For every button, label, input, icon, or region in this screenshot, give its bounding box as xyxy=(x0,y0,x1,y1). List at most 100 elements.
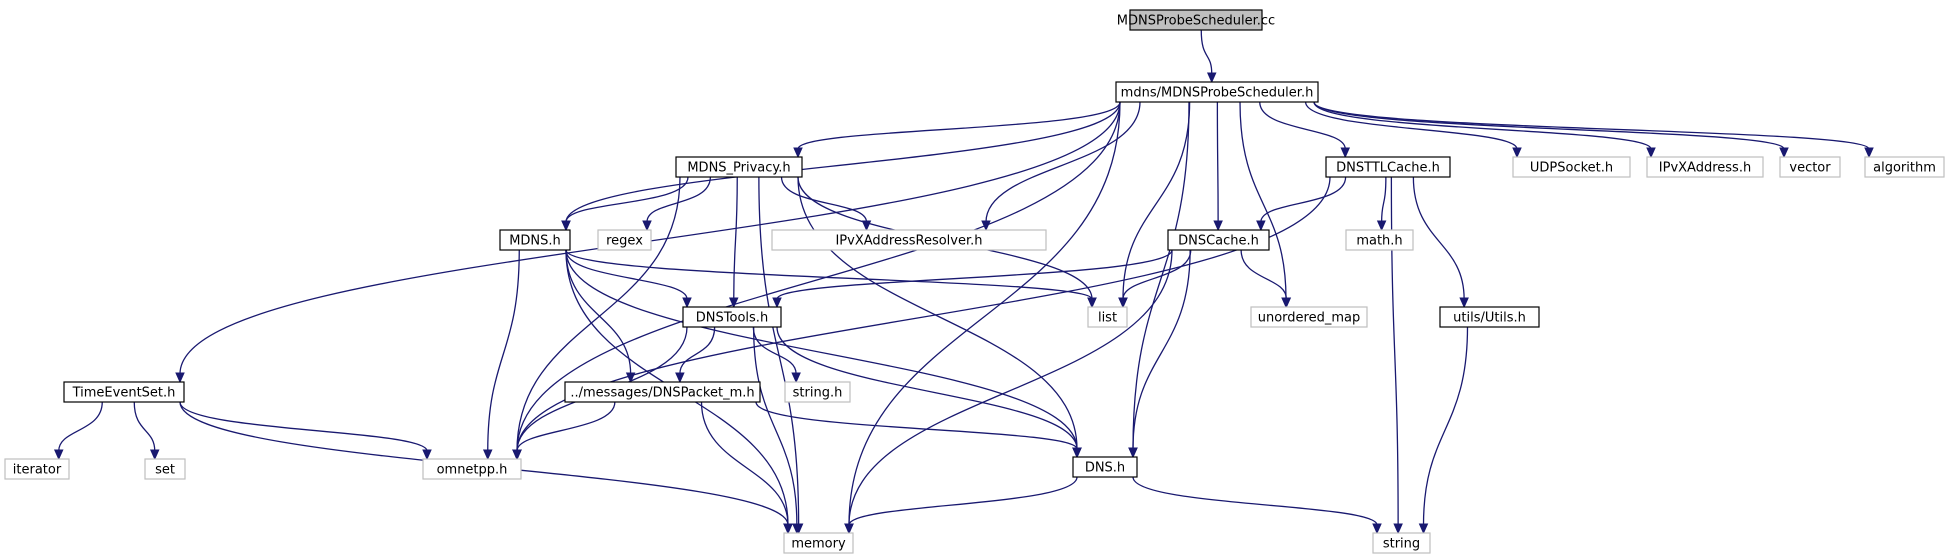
node-box-vector xyxy=(1779,156,1841,178)
arrowhead-cache-to-umap xyxy=(1281,297,1292,309)
arrowhead-packet-to-memory xyxy=(783,523,793,535)
edge-mdns-to-list xyxy=(565,249,1093,300)
arrowhead-root-to-sched xyxy=(1206,72,1217,84)
node-box-sched xyxy=(1115,81,1319,103)
edge-sched-to-ipvx xyxy=(1313,101,1652,150)
node-label-dns: DNS.h xyxy=(1085,461,1125,476)
edge-sched-to-cache xyxy=(1216,101,1219,223)
node-sched[interactable]: mdns/MDNSProbeScheduler.h xyxy=(1115,81,1319,103)
arrowhead-cache-to-dns xyxy=(1128,447,1138,459)
node-box-dns xyxy=(1072,456,1138,478)
node-regex: regex xyxy=(597,229,652,251)
edge-sched-to-memory xyxy=(848,101,1121,526)
node-box-ipvx xyxy=(1646,156,1764,178)
node-box-string xyxy=(1372,532,1431,554)
edge-mdns-to-omnet xyxy=(487,249,520,452)
node-box-memory xyxy=(783,532,854,554)
arrowhead-utils-to-string xyxy=(1418,523,1429,535)
node-tes[interactable]: TimeEventSet.h xyxy=(63,381,185,403)
edge-privacy-to-memory xyxy=(758,176,800,526)
node-box-cache xyxy=(1167,229,1270,251)
node-label-packet: ../messages/DNSPacket_m.h xyxy=(570,386,754,401)
node-packet[interactable]: ../messages/DNSPacket_m.h xyxy=(564,381,761,403)
node-box-tes xyxy=(63,381,185,403)
edge-cache-to-umap xyxy=(1240,249,1288,300)
edge-sched-to-mdns xyxy=(565,101,1121,223)
node-dns[interactable]: DNS.h xyxy=(1072,456,1138,478)
arrowhead-sched-to-resolver xyxy=(981,220,991,232)
node-box-stringh xyxy=(784,381,851,403)
node-cache[interactable]: DNSCache.h xyxy=(1167,229,1270,251)
node-label-utils: utils/Utils.h xyxy=(1453,311,1526,326)
node-omnet: omnetpp.h xyxy=(422,458,522,480)
arrowhead-ttl-to-cache xyxy=(1256,220,1266,232)
node-root[interactable]: MDNSProbeScheduler.cc xyxy=(1117,9,1275,31)
edge-sched-to-ttl xyxy=(1259,101,1346,150)
node-label-omnet: omnetpp.h xyxy=(437,463,508,478)
node-ttl[interactable]: DNSTTLCache.h xyxy=(1325,156,1451,178)
arrowhead-ttl-to-math xyxy=(1376,220,1387,232)
edge-utils-to-string xyxy=(1422,326,1469,526)
arrowhead-privacy-to-mdns xyxy=(561,220,571,232)
edge-sched-to-dns xyxy=(1132,101,1190,450)
arrowhead-mdns-to-omnet xyxy=(482,449,493,461)
node-box-tools xyxy=(682,306,782,328)
arrowhead-tes-to-omnet xyxy=(422,449,432,461)
node-box-list xyxy=(1087,306,1128,328)
edge-cache-to-tools xyxy=(776,249,1173,300)
node-box-packet xyxy=(564,381,761,403)
edge-sched-to-list xyxy=(1122,101,1191,300)
edge-privacy-to-regex xyxy=(646,176,712,223)
arrowhead-sched-to-cache xyxy=(1213,220,1223,232)
edge-privacy-to-tools xyxy=(733,176,738,300)
arrowhead-dns-to-string xyxy=(1372,523,1382,535)
edge-ttl-to-cache xyxy=(1260,176,1347,223)
node-box-mdns xyxy=(499,229,571,251)
arrowhead-sched-to-tes xyxy=(175,372,185,384)
arrowhead-tools-to-stringh xyxy=(791,372,801,384)
node-box-math xyxy=(1345,229,1414,251)
node-box-utils xyxy=(1439,306,1540,328)
node-label-iterator: iterator xyxy=(13,463,62,478)
arrowhead-tes-to-iterator xyxy=(53,449,64,461)
node-udp: UDPSocket.h xyxy=(1512,156,1631,178)
arrowhead-mdns-to-list xyxy=(1087,297,1097,309)
edge-sched-to-umap xyxy=(1239,101,1287,300)
node-vector: vector xyxy=(1779,156,1841,178)
edge-tools-to-memory xyxy=(752,326,798,526)
node-mdns[interactable]: MDNS.h xyxy=(499,229,571,251)
edges-layer xyxy=(53,29,1874,535)
arrowhead-packet-to-omnet xyxy=(512,449,522,461)
node-privacy[interactable]: MDNS_Privacy.h xyxy=(675,156,803,178)
edge-sched-to-omnet xyxy=(516,101,1121,452)
node-label-cache: DNSCache.h xyxy=(1178,234,1259,249)
node-tools[interactable]: DNSTools.h xyxy=(682,306,782,328)
edge-ttl-to-string xyxy=(1390,176,1399,526)
node-math: math.h xyxy=(1345,229,1414,251)
node-label-vector: vector xyxy=(1789,161,1831,176)
edge-sched-to-algorithm xyxy=(1313,101,1870,150)
arrowhead-sched-to-ipvx xyxy=(1646,147,1656,159)
node-string: string xyxy=(1372,532,1431,554)
node-label-mdns: MDNS.h xyxy=(509,234,561,249)
node-label-tools: DNSTools.h xyxy=(696,311,768,326)
edge-tools-to-dns xyxy=(776,326,1078,450)
node-memory: memory xyxy=(783,532,854,554)
node-utils[interactable]: utils/Utils.h xyxy=(1439,306,1540,328)
edge-mdns-to-packet xyxy=(565,249,632,375)
edge-root-to-sched xyxy=(1200,29,1213,75)
edge-sched-to-udp xyxy=(1304,101,1518,150)
node-list: list xyxy=(1087,306,1128,328)
edge-privacy-to-resolver xyxy=(780,176,868,223)
edge-cache-to-dns xyxy=(1132,249,1191,450)
node-label-root: MDNSProbeScheduler.cc xyxy=(1117,14,1275,29)
edge-dns-to-memory xyxy=(848,476,1078,526)
arrowhead-sched-to-udp xyxy=(1512,147,1522,159)
node-box-udp xyxy=(1512,156,1631,178)
node-label-udp: UDPSocket.h xyxy=(1530,161,1613,176)
arrowhead-sched-to-algorithm xyxy=(1864,147,1874,159)
node-label-stringh: string.h xyxy=(793,386,843,401)
arrowhead-cache-to-tools xyxy=(772,297,782,309)
edge-tools-to-stringh xyxy=(752,326,797,375)
node-label-sched: mdns/MDNSProbeScheduler.h xyxy=(1121,86,1314,101)
